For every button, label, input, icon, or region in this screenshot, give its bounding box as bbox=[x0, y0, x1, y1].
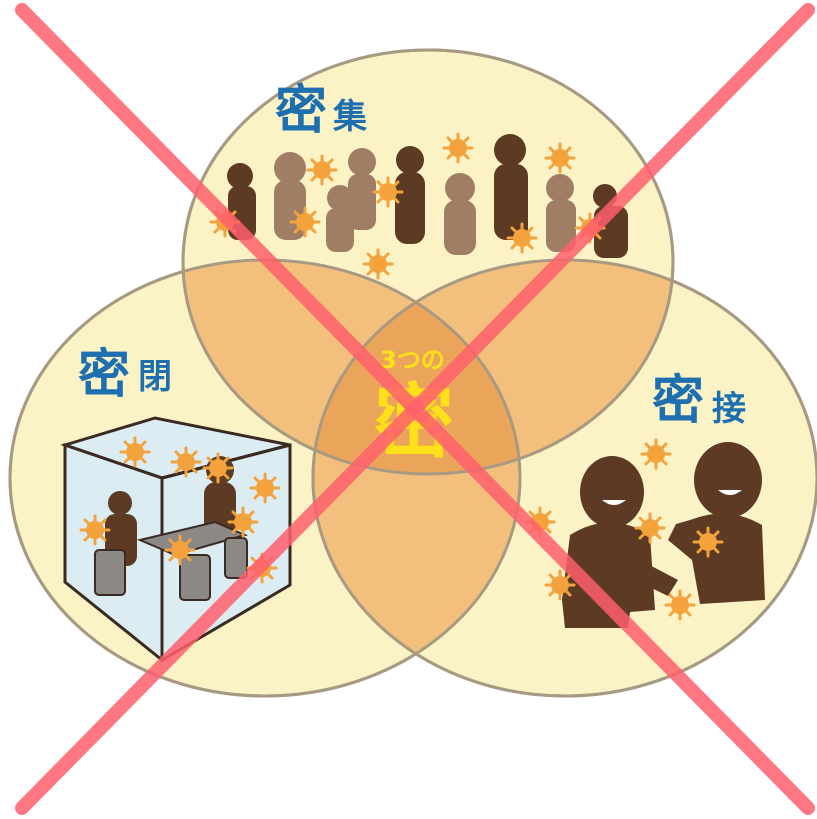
venn-overlaps bbox=[183, 260, 673, 696]
crowd-icon bbox=[227, 134, 628, 258]
label-right-big: 密 bbox=[652, 371, 704, 431]
label-left-small: 閉 bbox=[138, 357, 172, 397]
label-right-small: 接 bbox=[712, 389, 746, 429]
label-left: 密 閉 bbox=[78, 345, 172, 405]
label-right: 密 接 bbox=[652, 371, 746, 431]
label-top-big: 密 bbox=[275, 81, 327, 141]
label-left-big: 密 bbox=[78, 345, 130, 405]
center-overlap bbox=[313, 260, 520, 474]
center-caption: 3つの bbox=[380, 346, 445, 374]
label-top: 密 集 bbox=[275, 81, 367, 141]
cross-out-icon bbox=[15, 3, 815, 815]
label-top-small: 集 bbox=[332, 97, 367, 137]
close-contact-icon bbox=[562, 442, 765, 628]
